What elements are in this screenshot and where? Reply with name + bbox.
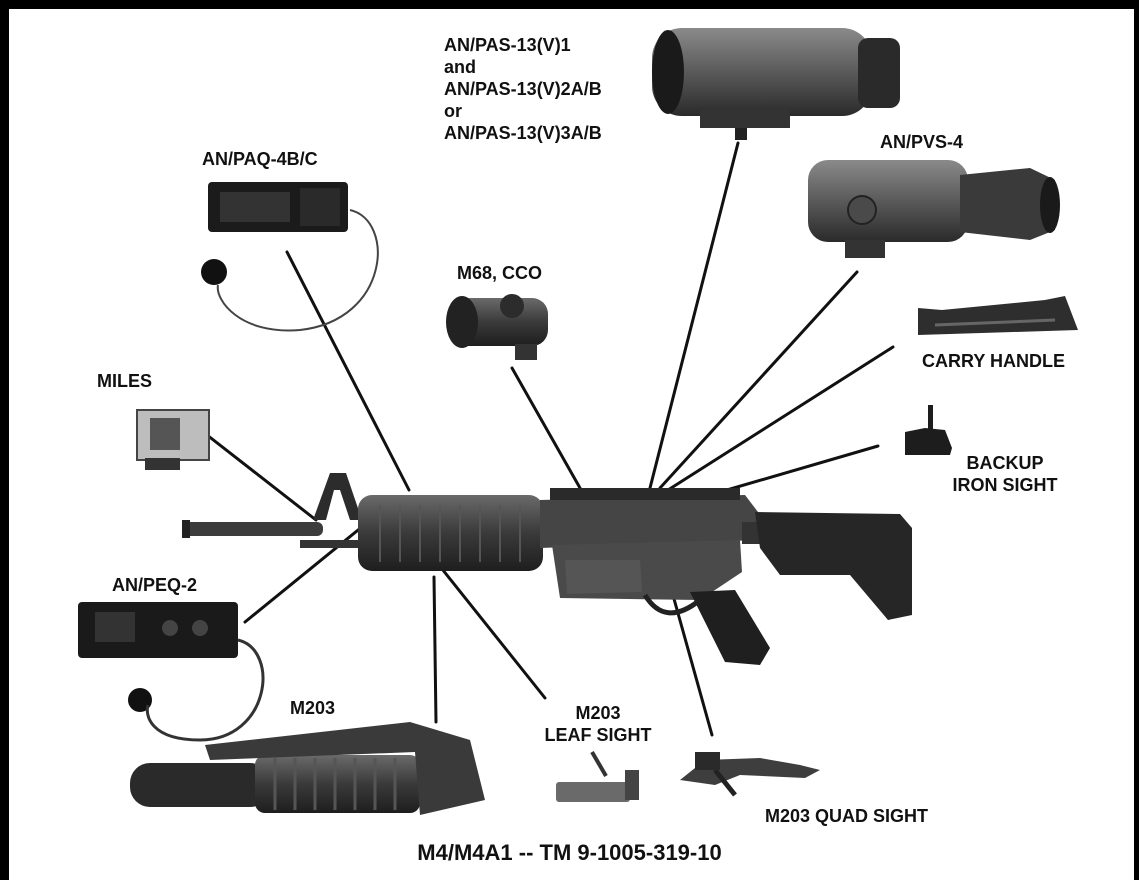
label-m203-leaf-sight-line-1: M203	[575, 703, 621, 723]
rifle-handguard	[358, 495, 543, 571]
label-backup-iron-sight-line-2: IRON SIGHT	[952, 475, 1058, 495]
rifle-trigger-guard	[642, 593, 702, 616]
label-an-pas-13: AN/PAS-13(V)1 and AN/PAS-13(V)2A/B or AN…	[444, 34, 602, 144]
label-m203-leaf-sight-line-2: LEAF SIGHT	[544, 725, 652, 745]
rifle-front-sight	[313, 473, 362, 520]
label-an-pas-13-line-2: and	[444, 57, 477, 77]
an-pas-13-image	[652, 28, 900, 140]
m68-cco-image	[446, 294, 548, 360]
an-peq-2-image	[78, 602, 265, 742]
leader-line-miles	[205, 433, 318, 522]
m4-rifle	[182, 473, 912, 665]
leader-line-an-pvs-4	[658, 270, 859, 490]
an-paq-4-image	[201, 182, 379, 332]
label-miles: MILES	[97, 371, 153, 391]
label-m203-leaf-sight: M203 LEAF SIGHT	[528, 702, 668, 746]
m203-image	[130, 722, 485, 815]
leader-line-carry-handle	[666, 345, 895, 492]
m203-leaf-sight-image	[556, 750, 639, 802]
leader-line-m68	[510, 366, 582, 490]
leader-line-backup-sight	[718, 444, 880, 494]
label-m203: M203	[290, 698, 336, 718]
leader-line-an-pas-13	[648, 141, 740, 490]
rifle-stock	[755, 512, 912, 620]
label-an-pas-13-line-3: AN/PAS-13(V)2A/B	[444, 79, 602, 99]
label-carry-handle: CARRY HANDLE	[922, 351, 1066, 371]
leader-line-m203	[432, 575, 438, 724]
rifle-gas-tube	[300, 540, 380, 548]
rifle-rail	[550, 488, 740, 500]
an-pvs-4-image	[808, 160, 1060, 258]
carry-handle-image	[918, 296, 1078, 335]
label-backup-iron-sight: BACKUP IRON SIGHT	[935, 452, 1075, 496]
label-an-peq-2: AN/PEQ-2	[112, 575, 198, 595]
label-an-pas-13-line-1: AN/PAS-13(V)1	[444, 35, 571, 55]
diagram-caption: M4/M4A1 -- TM 9-1005-319-10	[417, 840, 722, 865]
label-m68-cco: M68, CCO	[457, 263, 543, 283]
miles-image	[136, 409, 210, 470]
leader-line-an-paq-4	[285, 250, 411, 492]
label-an-pas-13-line-4: or	[444, 101, 462, 121]
rifle-pistol-grip	[690, 590, 770, 665]
rifle-magazine-well	[565, 560, 642, 594]
m203-quad-sight-image	[680, 752, 820, 797]
label-backup-iron-sight-line-1: BACKUP	[966, 453, 1044, 473]
rifle-barrel	[183, 522, 323, 536]
label-an-pas-13-line-5: AN/PAS-13(V)3A/B	[444, 123, 602, 143]
label-an-paq-4: AN/PAQ-4B/C	[202, 149, 318, 169]
label-m203-quad-sight: M203 QUAD SIGHT	[765, 806, 929, 826]
label-an-pvs-4: AN/PVS-4	[880, 132, 964, 152]
rifle-upper-receiver	[540, 495, 758, 548]
backup-iron-sight-image	[905, 405, 952, 455]
